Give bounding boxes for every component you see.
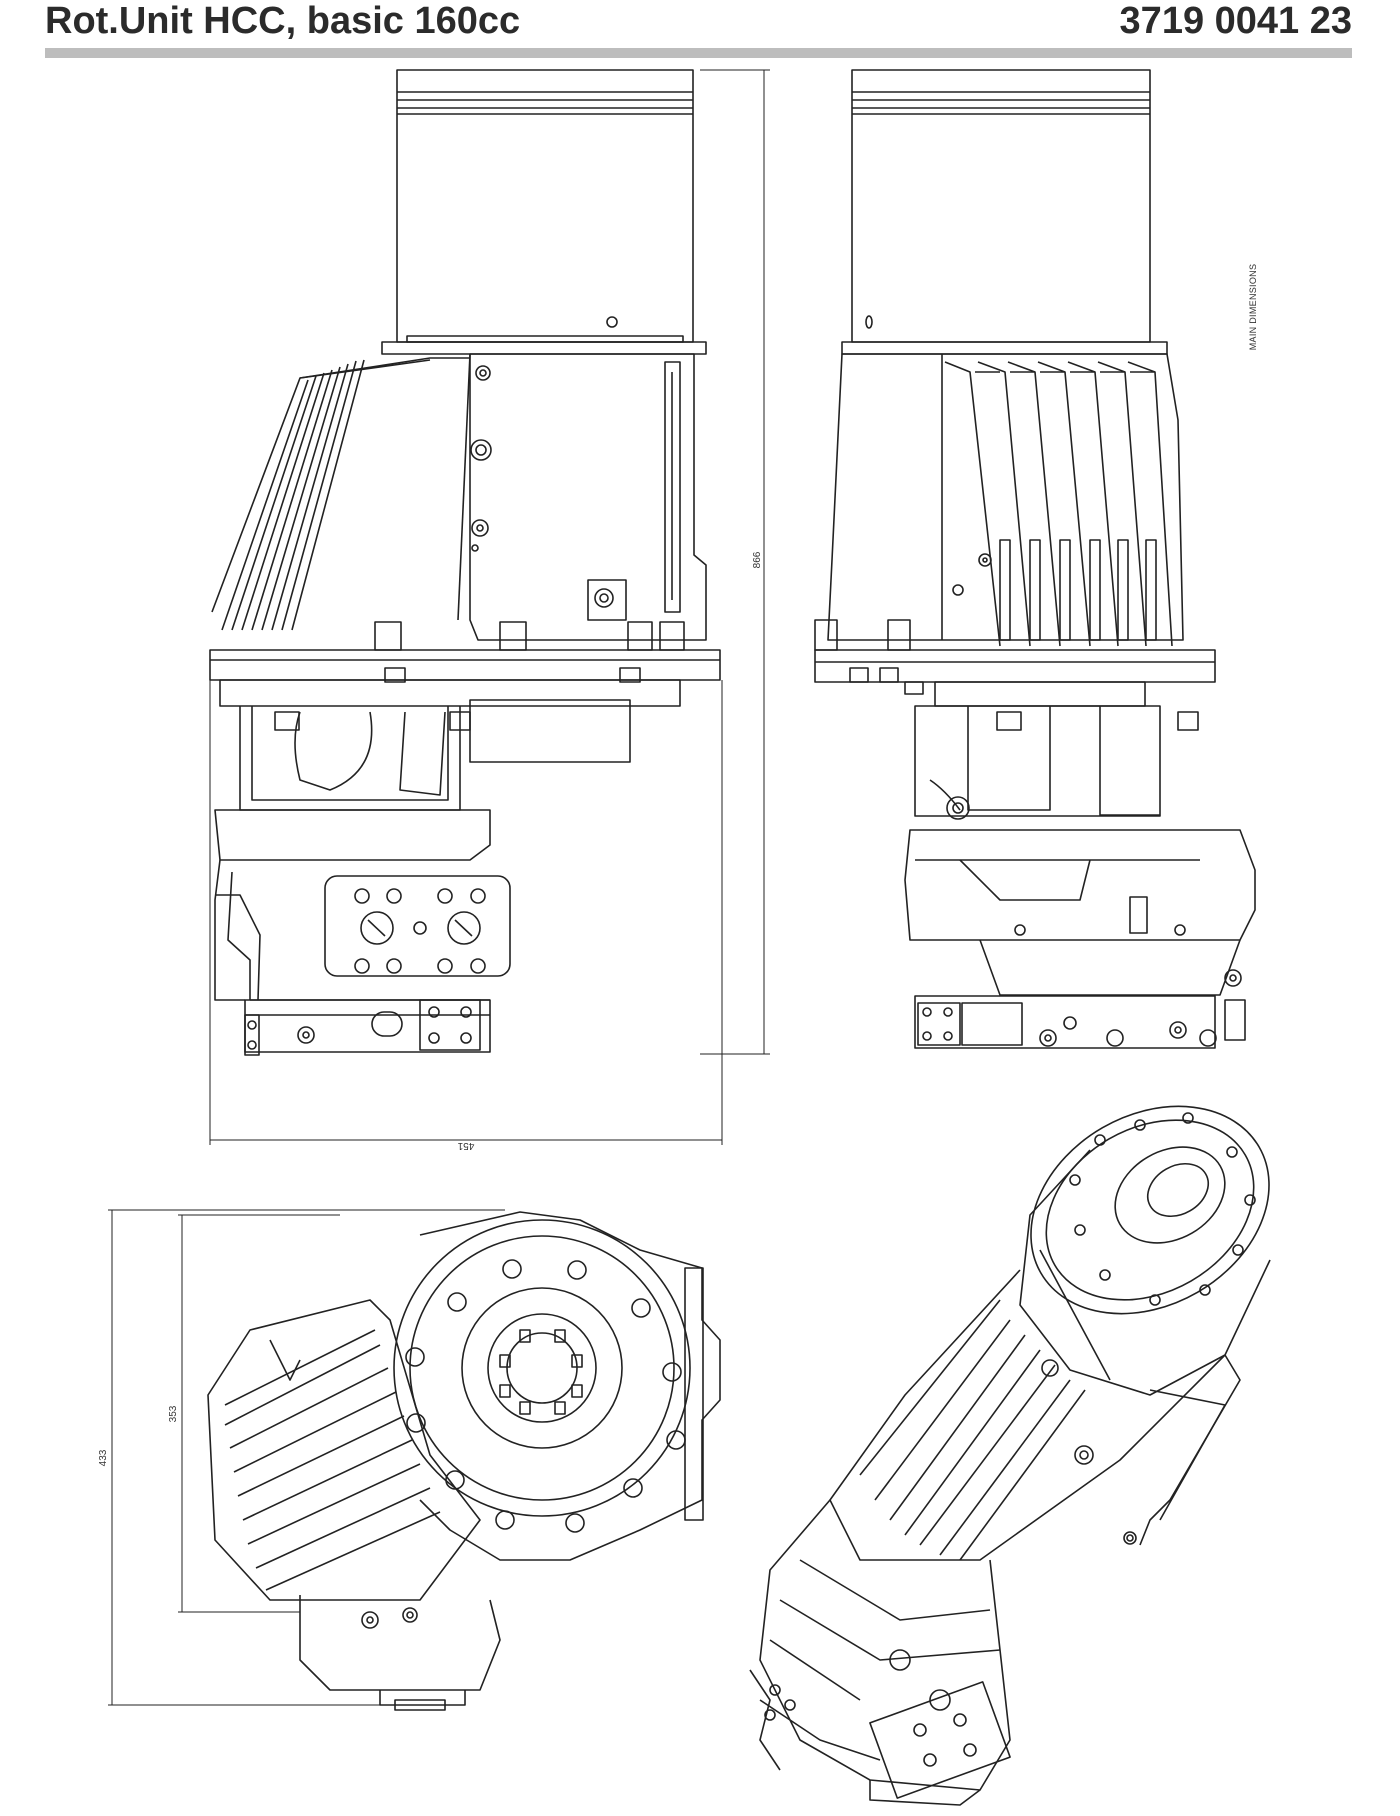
part-number: 3719 0041 23 <box>1119 0 1352 42</box>
dim-front-width: 451 <box>457 1140 474 1151</box>
front-view <box>209 69 770 1145</box>
bottom-view <box>108 1209 721 1711</box>
iso-view <box>749 1105 1271 1806</box>
dim-bottom-inner: 353 <box>168 1405 179 1422</box>
dim-front-height: 866 <box>752 551 763 568</box>
document-title: Rot.Unit HCC, basic 160cc <box>45 0 521 42</box>
dim-bottom-outer: 433 <box>98 1449 109 1466</box>
header-rule <box>45 48 1352 58</box>
side-view <box>814 69 1256 1049</box>
